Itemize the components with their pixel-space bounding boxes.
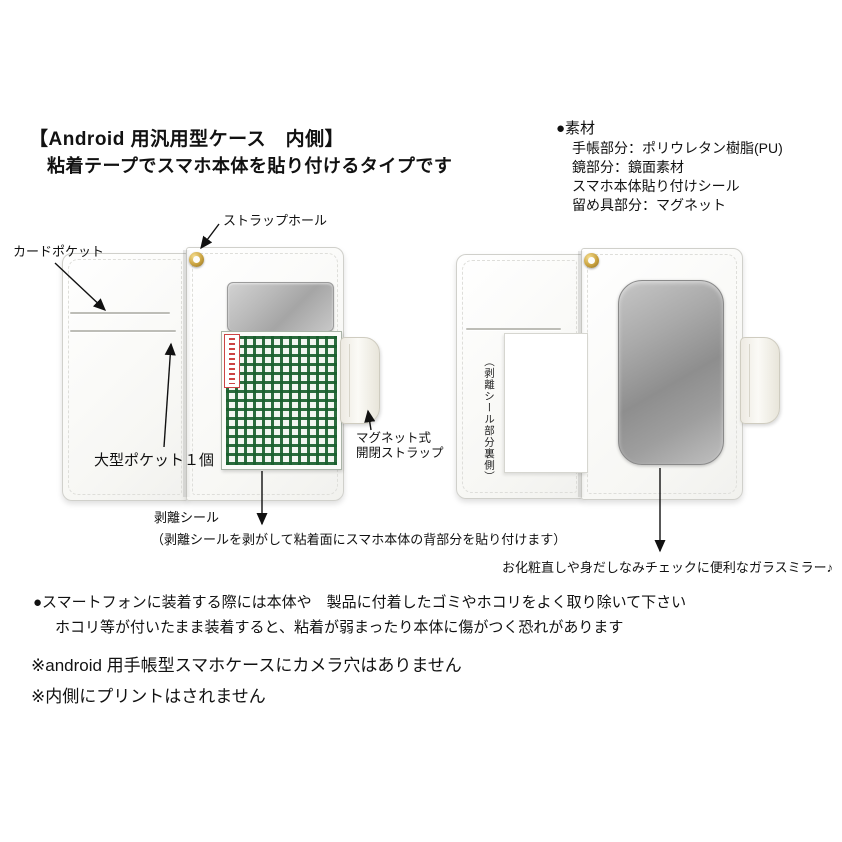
large-pocket-label: 大型ポケット１個 <box>94 452 215 469</box>
card-pocket-slit-1 <box>70 312 170 314</box>
arrow-strap-hole <box>200 223 220 250</box>
materials-item-magnet: 留め具部分：マグネット <box>572 197 726 213</box>
card-pocket-slit-2 <box>70 330 176 332</box>
left-case-magnet-strap <box>340 337 380 424</box>
note-no-camera-hole: ※android 用手帳型スマホケースにカメラ穴はありません <box>31 656 462 675</box>
small-mirror <box>227 282 334 332</box>
seal-tab-label <box>224 334 240 388</box>
caution-line-1: ●スマートフォンに装着する際には本体や 製品に付着したゴミやホコリをよく取り除い… <box>33 594 687 611</box>
adhesive-release-seal <box>221 331 342 470</box>
seal-grid-pattern <box>226 336 337 465</box>
magnet-strap-label: マグネット式 開閉ストラップ <box>356 431 444 460</box>
materials-section: ●素材 手帳部分：ポリウレタン樹脂(PU) 鏡部分：鏡面素材 スマホ本体貼り付け… <box>556 119 783 215</box>
note-no-inner-print: ※内側にプリントはされません <box>31 687 266 706</box>
materials-item-notebook: 手帳部分：ポリウレタン樹脂(PU) <box>572 140 783 156</box>
materials-heading: ●素材 <box>556 120 596 137</box>
strap-hole-label: ストラップホール <box>223 213 328 228</box>
left-case-spine <box>183 250 191 497</box>
arrow-magnet-strap <box>364 409 376 431</box>
mirror-note: お化粧直しや身だしなみチェックに便利なガラスミラー♪ <box>502 560 834 575</box>
release-seal-note: （剥離シールを剥がして粘着面にスマホ本体の背部分を貼り付けます） <box>151 532 567 547</box>
materials-item-mirror: 鏡部分：鏡面素材 <box>572 159 684 175</box>
page-title: 【Android 用汎用型ケース 内側】 <box>29 129 345 150</box>
release-sheet-backside <box>504 333 588 473</box>
arrow-large-pocket <box>163 342 176 448</box>
caution-line-2: ホコリ等が付いたまま装着すると、粘着が弱まったり本体に傷がつく恐れがあります <box>55 619 624 636</box>
right-case-card-slit <box>466 328 561 330</box>
left-case-left-panel <box>62 253 188 501</box>
release-seal-label: 剥離シール <box>154 510 220 525</box>
materials-item-seal: スマホ本体貼り付けシール <box>572 178 740 194</box>
strap-hole-eyelet <box>189 252 204 267</box>
seal-backside-label: （剥離シール部分裏側） <box>483 356 495 483</box>
glass-mirror <box>618 280 724 465</box>
right-case-magnet-strap <box>740 337 780 424</box>
arrow-card-pocket <box>54 262 107 311</box>
card-pocket-label: カードポケット <box>13 244 105 259</box>
right-case-strap-hole-eyelet <box>584 253 599 268</box>
page-subtitle: 粘着テープでスマホ本体を貼り付けるタイプです <box>47 156 453 176</box>
